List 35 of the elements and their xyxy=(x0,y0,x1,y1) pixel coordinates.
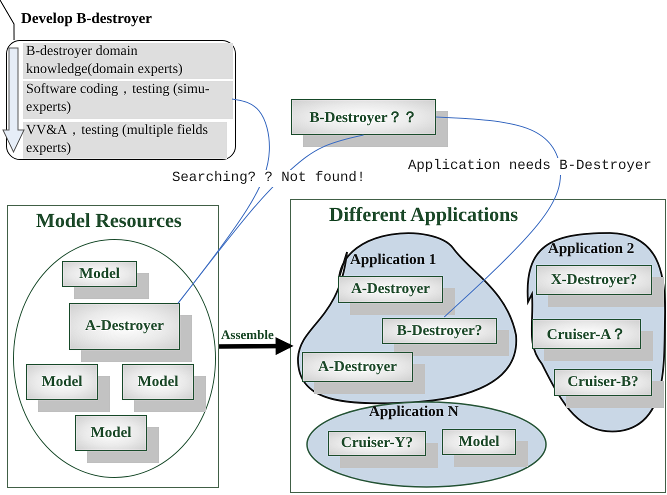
task-text: B-destroyer domain knowledge(domain experts) xyxy=(25,43,184,79)
application-ellipse xyxy=(306,401,547,488)
application-heading: Application N xyxy=(369,404,459,421)
panel-title: Different Applications xyxy=(329,204,518,227)
panel xyxy=(7,205,219,488)
model-label: X-Destroyer? xyxy=(550,272,638,288)
application-heading: Application 1 xyxy=(350,252,436,269)
model-label: Model xyxy=(458,434,500,450)
model-label: Model xyxy=(79,266,120,282)
model-label: Model xyxy=(138,374,178,390)
connector-line xyxy=(0,0,15,40)
group-heading: Develop B-destroyer xyxy=(21,11,152,28)
application-blob xyxy=(295,230,519,405)
model-label: B-Destroyer? xyxy=(396,322,482,340)
task-band xyxy=(23,81,233,119)
panel xyxy=(290,199,666,493)
application-heading: Application 2 xyxy=(548,241,634,258)
edge-label: Assemble xyxy=(221,327,274,342)
edge-label: Application needs B-Destroyer xyxy=(408,158,652,175)
task-text: Software coding，testing (simu- experts) xyxy=(25,81,211,117)
model-label: Cruiser-B? xyxy=(567,374,639,391)
task-text: VV&A，testing (multiple fields experts) xyxy=(25,122,209,158)
model-label: B-Destroyer？？ xyxy=(309,108,418,126)
arrow xyxy=(218,337,294,356)
model-label: A-Destroyer xyxy=(85,318,164,335)
model-label: Cruiser-Y? xyxy=(341,435,413,452)
ellipse xyxy=(13,239,216,478)
block-arrow xyxy=(2,48,25,154)
task-band xyxy=(23,43,233,79)
model-label: Cruiser-A？ xyxy=(546,326,626,344)
panel-title: Model Resources xyxy=(36,210,182,233)
model-label: A-Destroyer xyxy=(318,358,397,376)
model-label: Model xyxy=(42,374,82,390)
model-label: Model xyxy=(90,424,132,442)
model-label: A-Destroyer xyxy=(351,281,430,298)
